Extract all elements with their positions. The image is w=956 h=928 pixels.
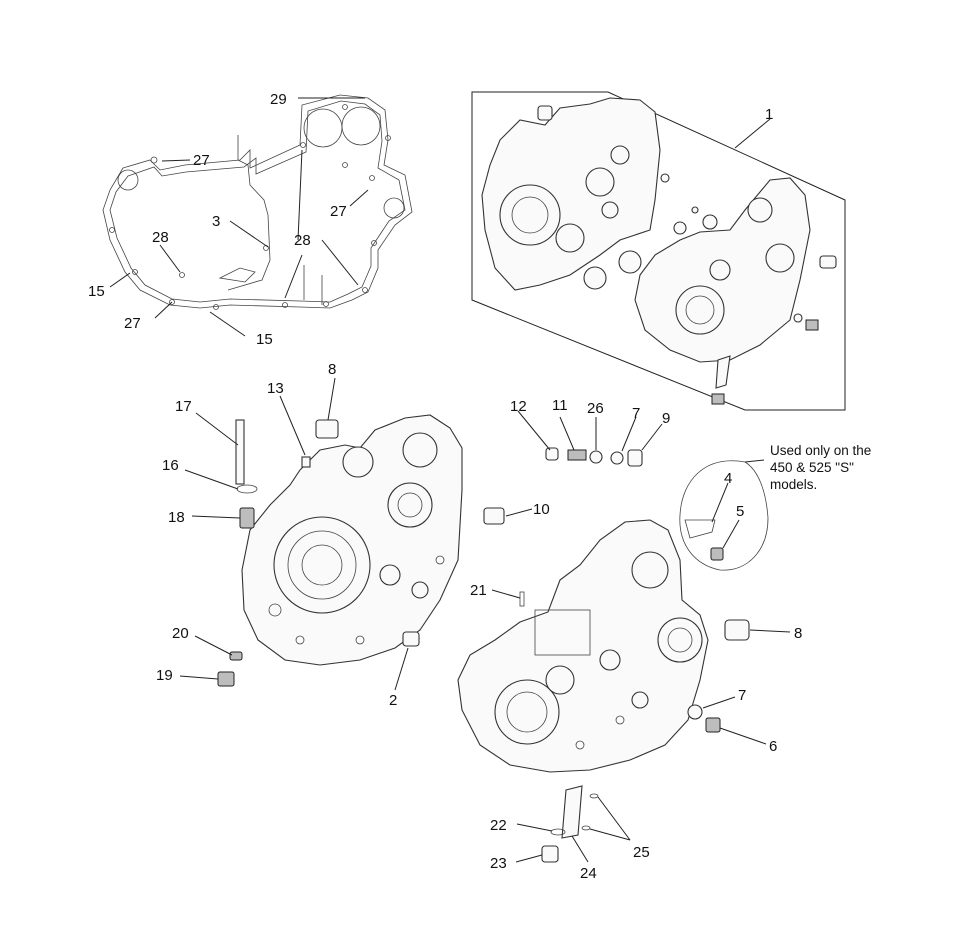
callout-13: 13 [267, 380, 284, 397]
part-16-clip [236, 484, 258, 494]
note-line-2: 450 & 525 "S" [770, 460, 854, 475]
callout-18: 18 [168, 509, 185, 526]
callout-23: 23 [490, 855, 507, 872]
part-17-tube [235, 419, 245, 485]
note-line-1: Used only on the [770, 443, 871, 458]
part-21-pin [519, 591, 525, 607]
part-6-plug [705, 717, 721, 733]
callout-15-bottom: 15 [256, 331, 273, 348]
part-4-bracket [684, 519, 716, 539]
part-5-bolt [710, 547, 724, 561]
callout-29: 29 [270, 91, 287, 108]
model-note: Used only on the 450 & 525 "S" models. [770, 443, 871, 492]
callout-1: 1 [765, 106, 773, 123]
part-20-washer [229, 651, 243, 661]
loose-parts-left [217, 419, 505, 687]
part-2-bushing [402, 631, 420, 647]
callout-7-right: 7 [738, 687, 746, 704]
left-crankcase-half [241, 414, 463, 666]
callout-24: 24 [580, 865, 597, 882]
callout-26: 26 [587, 400, 604, 417]
callout-3: 3 [212, 213, 220, 230]
loose-parts-right [519, 447, 750, 863]
crankcase-assembly-box [471, 91, 846, 411]
part-26-washer [589, 450, 603, 464]
part-23-plug [541, 845, 559, 863]
callout-5: 5 [736, 503, 744, 520]
part-12-cap [545, 447, 559, 461]
callout-25: 25 [633, 844, 650, 861]
part-25-oring-b [581, 825, 591, 831]
part-22-oring [550, 828, 566, 836]
callout-15-left: 15 [88, 283, 105, 300]
part-7-oring-top [610, 451, 624, 465]
part-24-filter [561, 785, 583, 839]
callout-27-right: 27 [330, 203, 347, 220]
callouts: 1 29 27 27 3 28 28 15 27 15 8 13 17 16 1… [88, 91, 802, 882]
note-line-3: models. [770, 477, 817, 492]
callout-8-left: 8 [328, 361, 336, 378]
callout-20: 20 [172, 625, 189, 642]
callout-27-bottom: 27 [124, 315, 141, 332]
callout-6: 6 [769, 738, 777, 755]
part-11-spring [567, 449, 587, 461]
callout-19: 19 [156, 667, 173, 684]
callout-4: 4 [724, 470, 732, 487]
part-10-bushing [483, 507, 505, 525]
part-18-fitting [239, 507, 255, 529]
right-crankcase-half [457, 519, 709, 773]
part-7-oring-right [687, 704, 703, 720]
optional-parts-outline [679, 460, 769, 571]
callout-16: 16 [162, 457, 179, 474]
callout-28-left: 28 [152, 229, 169, 246]
part-25-oring-a [589, 793, 599, 799]
callout-27-top: 27 [193, 152, 210, 169]
callout-9: 9 [662, 410, 670, 427]
part-9-plug [627, 449, 643, 467]
part-8-bushing-left [315, 419, 339, 439]
leader-lines [109, 97, 791, 863]
callout-2: 2 [389, 692, 397, 709]
callout-21: 21 [470, 582, 487, 599]
callout-7-top: 7 [632, 405, 640, 422]
callout-8-right: 8 [794, 625, 802, 642]
callout-12: 12 [510, 398, 527, 415]
callout-17: 17 [175, 398, 192, 415]
part-19-plug [217, 671, 235, 687]
callout-22: 22 [490, 817, 507, 834]
callout-10: 10 [533, 501, 550, 518]
gasket [102, 94, 413, 310]
part-8-bushing-right [724, 619, 750, 641]
callout-28-center: 28 [294, 232, 311, 249]
part-13-pin [301, 456, 311, 468]
callout-11: 11 [552, 397, 568, 414]
